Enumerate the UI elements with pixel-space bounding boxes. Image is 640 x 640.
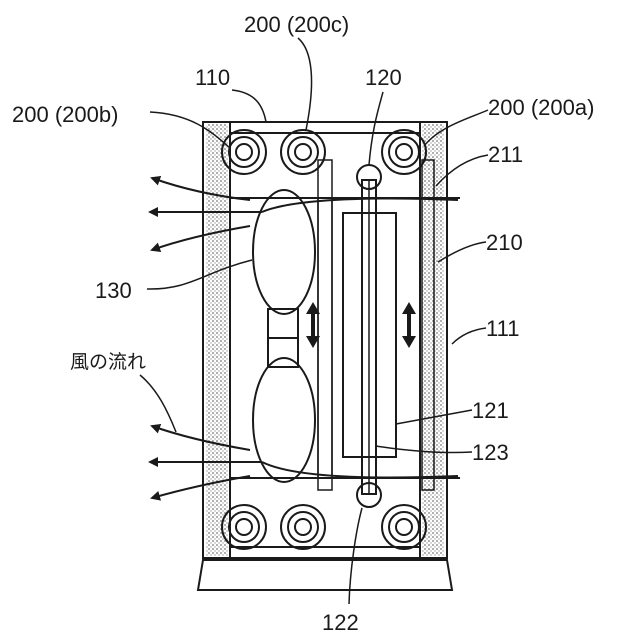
label-120: 120 [365, 65, 402, 90]
label-211: 211 [488, 142, 523, 167]
label-200c: 200 (200c) [244, 12, 349, 37]
wind-flow-arrows-bottom [150, 426, 458, 498]
shaft-123 [362, 180, 376, 494]
base [198, 560, 452, 590]
label-wind-flow: 風の流れ [70, 351, 146, 373]
wind-flow-arrows-top [150, 178, 458, 250]
move-arrow-right-icon [402, 302, 416, 348]
label-123: 123 [472, 440, 509, 465]
coil-200a-top [382, 130, 426, 174]
label-130: 130 [95, 278, 132, 303]
label-122: 122 [322, 610, 359, 635]
label-200b: 200 (200b) [12, 102, 118, 127]
label-210: 210 [486, 230, 523, 255]
fan-130 [253, 190, 315, 482]
label-110: 110 [195, 65, 230, 90]
label-121: 121 [472, 398, 509, 423]
coil-bottom-middle [281, 505, 325, 549]
coil-bottom-left [222, 505, 266, 549]
label-200a: 200 (200a) [488, 95, 594, 120]
coil-200c-top [281, 130, 325, 174]
label-111: 111 [486, 316, 519, 341]
coil-bottom-right [382, 505, 426, 549]
coil-200b-top [222, 130, 266, 174]
